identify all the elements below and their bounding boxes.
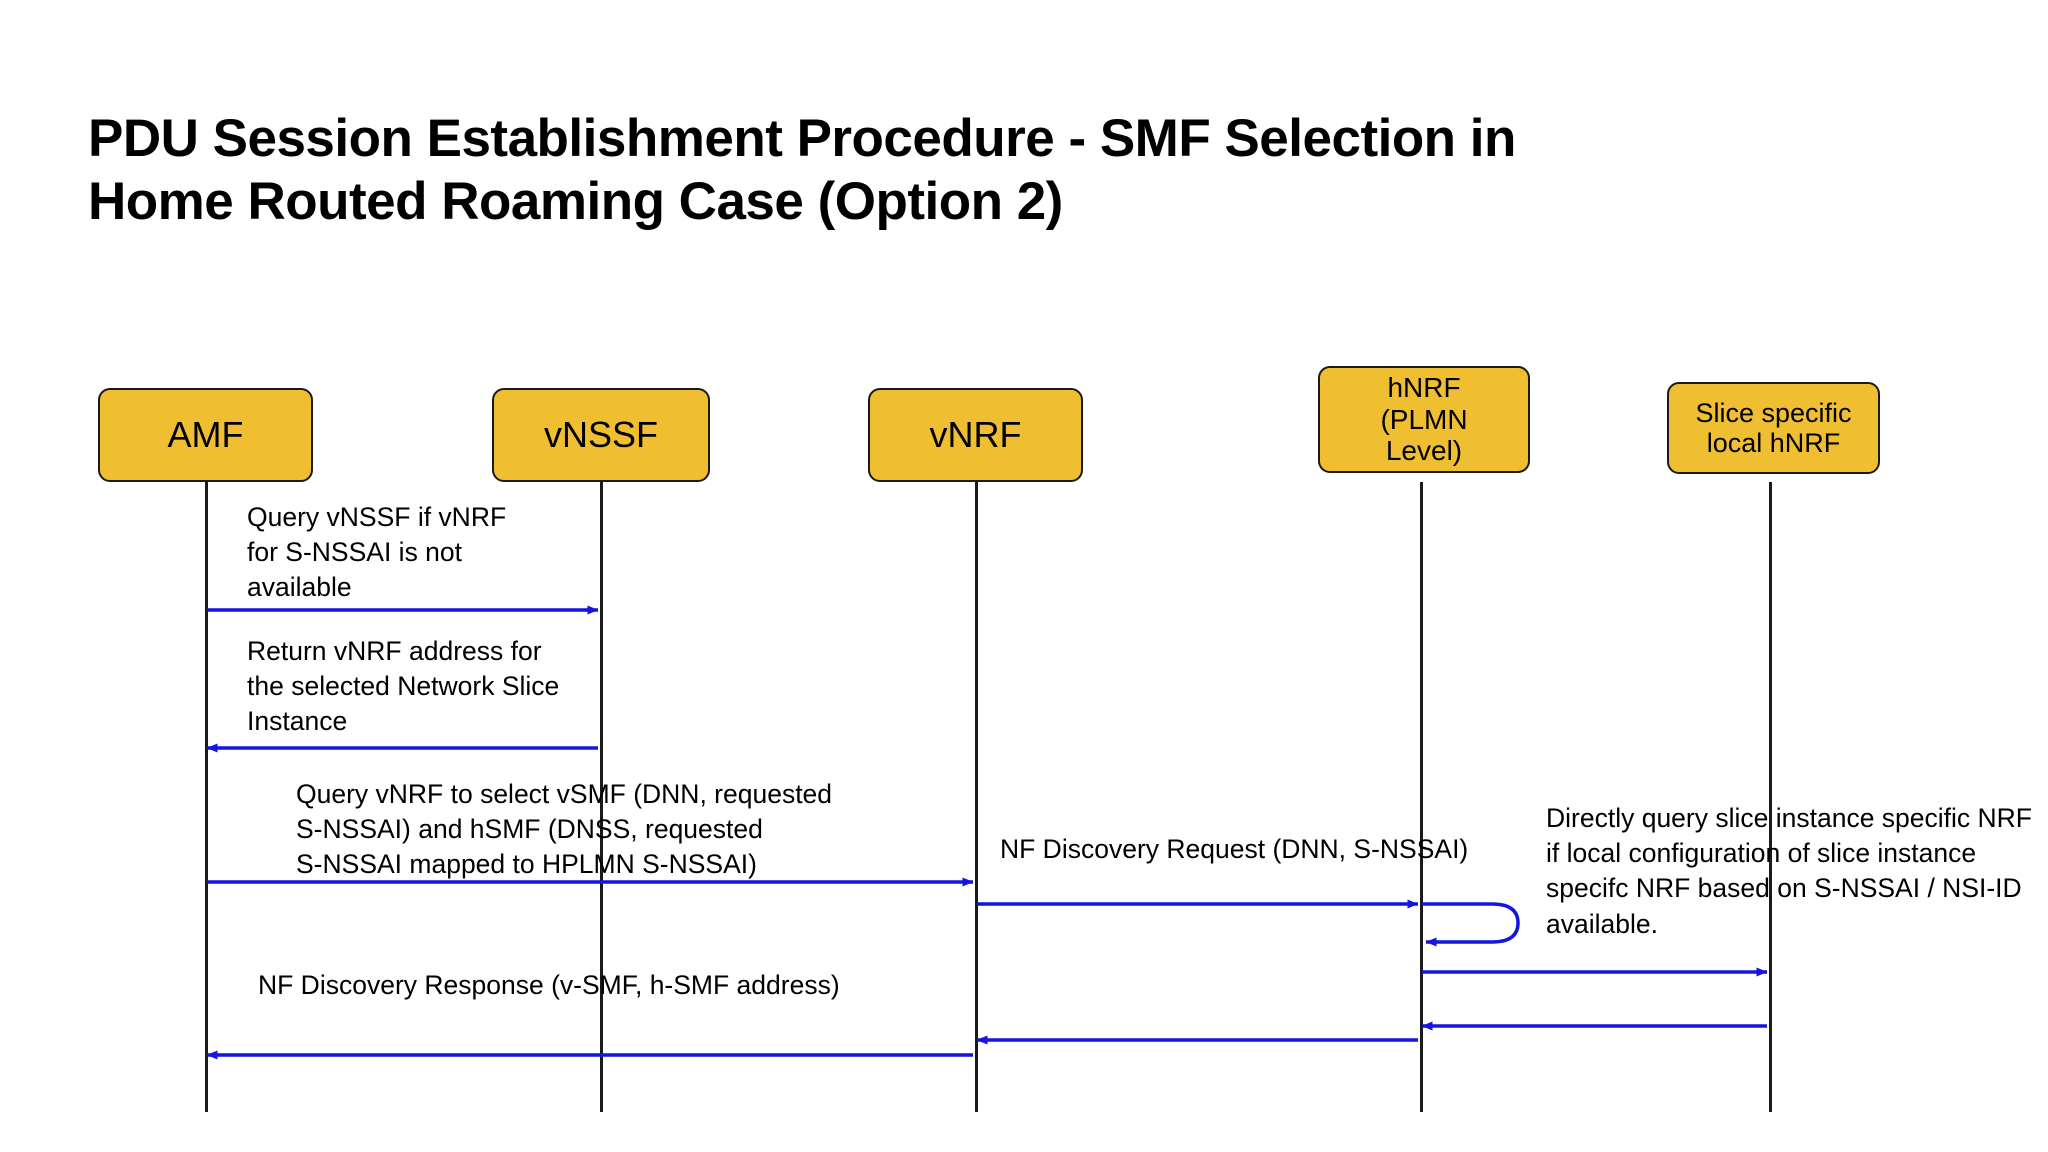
lifeline-amf: [205, 482, 208, 1112]
message-label-nf-discovery-request: NF Discovery Request (DNN, S-NSSAI): [1000, 834, 1469, 864]
participant-box-hnrf[interactable]: hNRF (PLMN Level): [1318, 366, 1530, 473]
lifeline-hnrf: [1420, 482, 1423, 1112]
page-title: PDU Session Establishment Procedure - SM…: [88, 109, 1516, 231]
participant-box-amf[interactable]: AMF: [98, 388, 313, 482]
message-label-nf-discovery-response: NF Discovery Response (v-SMF, h-SMF addr…: [258, 970, 840, 1000]
lifeline-local-hnrf: [1769, 482, 1772, 1112]
participant-box-vnssf[interactable]: vNSSF: [492, 388, 710, 482]
message-label-query-vnssf: Query vNSSF if vNRF for S-NSSAI is not a…: [247, 502, 507, 603]
participant-box-vnrf[interactable]: vNRF: [868, 388, 1083, 482]
lifeline-vnrf: [975, 482, 978, 1112]
message-label-return-vnrf-address: Return vNRF address for the selected Net…: [247, 636, 560, 737]
message-label-query-vnrf-select-smf: Query vNRF to select vSMF (DNN, requeste…: [296, 779, 833, 880]
lifeline-vnssf: [600, 482, 603, 1112]
message-label-directly-query-slice: Directly query slice instance specific N…: [1546, 803, 2032, 939]
participant-box-local-hnrf[interactable]: Slice specific local hNRF: [1667, 382, 1880, 474]
